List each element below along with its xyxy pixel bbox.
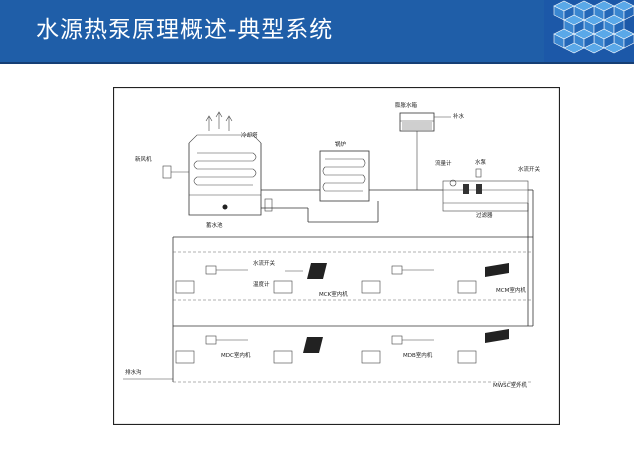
heat-pump-unit	[175, 280, 195, 294]
mcm-unit-icon	[485, 263, 509, 277]
pump-motor-icon	[475, 168, 482, 178]
label-mwsc-unit: MWSC室外机	[493, 381, 528, 389]
tower-pump-icon	[264, 198, 273, 212]
label-mdc-unit: MDC室内机	[221, 351, 251, 359]
cassette-icon	[303, 337, 323, 353]
header-bar: 水源热泵原理概述-典型系统	[0, 0, 634, 64]
fresh-air-unit	[162, 165, 172, 179]
label-supply-tank: 膨胀水箱	[395, 101, 418, 109]
label-water-pump: 水泵	[475, 158, 487, 166]
label-mdb-unit: MDB室内机	[403, 351, 433, 359]
slide-title: 水源热泵原理概述-典型系统	[36, 17, 334, 43]
pump-dot-icon	[222, 204, 228, 210]
heat-pump-unit	[273, 350, 293, 364]
flow-meter-icon	[449, 179, 457, 187]
label-mck-unit: MCK室内机	[319, 290, 348, 298]
heat-pump-unit	[457, 350, 477, 364]
heat-pump-unit	[361, 280, 381, 294]
unit-row-1	[173, 263, 533, 327]
label-filter: 过滤器	[476, 211, 493, 219]
cooling-tower	[188, 111, 262, 216]
label-drain: 排水沟	[125, 368, 142, 376]
label-flow-switch: 水流开关	[253, 259, 276, 267]
unit-icon	[391, 335, 403, 345]
label-cooling-tower: 冷却塔	[241, 131, 258, 139]
unit-icon	[205, 265, 217, 275]
expansion-tank	[399, 112, 435, 132]
label-mcm-unit: MCM室内机	[496, 286, 526, 294]
heat-pump-system-diagram: 冷却塔 蓄水池 新风机 锅炉 膨胀水箱 补水 流量计 水泵 水流开关 过滤器	[113, 87, 560, 425]
cube-pattern-decoration	[544, 0, 634, 62]
label-water-tank: 蓄水池	[206, 221, 223, 229]
diagram-frame	[113, 87, 560, 425]
pump-assembly	[442, 168, 529, 212]
label-thermometer: 温度计	[253, 280, 270, 288]
unit-icon	[391, 265, 403, 275]
label-boiler: 锅炉	[335, 140, 347, 148]
unit-row-2	[173, 329, 533, 383]
heat-pump-unit	[457, 280, 477, 294]
heat-pump-unit	[273, 280, 293, 294]
label-water-switch: 水流开关	[518, 165, 541, 173]
label-makeup-water: 补水	[453, 112, 465, 120]
boiler	[319, 150, 370, 202]
mwsc-unit-icon	[485, 329, 509, 343]
label-water-meter: 流量计	[435, 159, 452, 167]
label-fresh-air: 新风机	[135, 155, 152, 163]
mck-cassette-icon	[307, 263, 327, 279]
steam-arrows-icon	[205, 111, 233, 131]
unit-icon	[205, 335, 217, 345]
heat-pump-unit	[361, 350, 381, 364]
pump-icon	[463, 184, 469, 194]
pump-icon	[476, 184, 482, 194]
heat-pump-unit	[175, 350, 195, 364]
